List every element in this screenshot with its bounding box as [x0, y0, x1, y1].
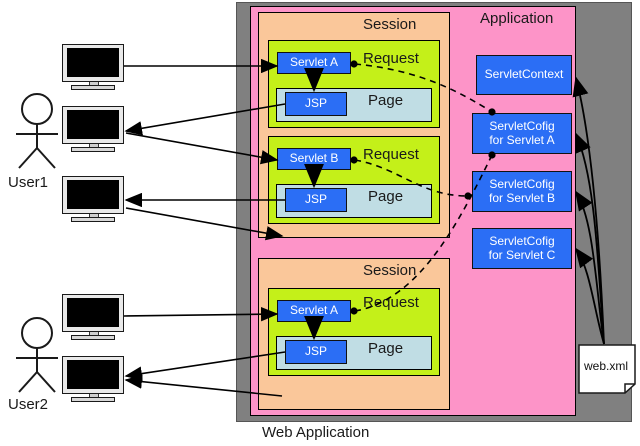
jsp-label-2: JSP — [304, 192, 327, 207]
servlet-config-a-line1: ServletCofig — [489, 119, 555, 134]
servlet-a-label-1: Servlet A — [289, 55, 339, 70]
servlet-config-c-box[interactable]: ServletCofig for Servlet C — [472, 228, 572, 269]
monitor-neck — [89, 82, 99, 86]
servlet-a-box-session1[interactable]: Servlet A — [277, 52, 351, 74]
session-label-1: Session — [363, 16, 417, 33]
servlet-config-a-line2: for Servlet A — [489, 132, 555, 147]
page-label-2: Page — [368, 188, 404, 205]
servlet-config-b-box[interactable]: ServletCofig for Servlet B — [472, 171, 572, 212]
monitor-screen — [67, 360, 119, 389]
monitor-base — [71, 217, 115, 222]
jsp-box-1[interactable]: JSP — [285, 92, 347, 116]
servlet-context-label: ServletContext — [484, 67, 564, 82]
stick-figure-icon — [16, 93, 58, 169]
page-label-3: Page — [368, 340, 404, 357]
monitor-neck — [89, 394, 99, 398]
monitor-icon-5 — [62, 356, 124, 402]
request-label-3: Request — [363, 294, 419, 311]
web-xml-note[interactable]: web.xml — [578, 344, 636, 394]
jsp-box-2[interactable]: JSP — [285, 188, 347, 212]
servlet-context-box[interactable]: ServletContext — [476, 55, 572, 95]
servlet-config-a-box[interactable]: ServletCofig for Servlet A — [472, 113, 572, 154]
actor-icon-user1 — [6, 92, 68, 170]
user1-label: User1 — [8, 174, 49, 191]
servlet-b-box[interactable]: Servlet B — [277, 148, 351, 170]
monitor-base — [71, 147, 115, 152]
monitor-screen — [67, 180, 119, 209]
page-label-1: Page — [368, 92, 404, 109]
actor-icon-user2 — [6, 316, 68, 394]
monitor-base — [71, 397, 115, 402]
web-application-label: Web Application — [262, 424, 370, 441]
request-label-1: Request — [363, 50, 419, 67]
jsp-label-1: JSP — [304, 96, 327, 111]
monitor-neck — [89, 144, 99, 148]
request-label-2: Request — [363, 146, 419, 163]
servlet-config-c-line2: for Servlet C — [488, 247, 556, 262]
servlet-a-label-2: Servlet A — [289, 303, 339, 318]
servlet-config-c-line1: ServletCofig — [489, 234, 555, 249]
servlet-config-b-line2: for Servlet B — [488, 190, 556, 205]
note-document-icon — [578, 344, 636, 394]
web-xml-label: web.xml — [584, 359, 629, 373]
monitor-base — [71, 85, 115, 90]
jsp-box-3[interactable]: JSP — [285, 340, 347, 364]
monitor-neck — [89, 332, 99, 336]
user2-label: User2 — [8, 396, 49, 413]
application-label: Application — [480, 10, 554, 27]
stick-figure-icon — [16, 317, 58, 393]
servlet-b-label: Servlet B — [289, 151, 339, 166]
monitor-base — [71, 335, 115, 340]
monitor-icon-2 — [62, 106, 124, 152]
servlet-config-b-line1: ServletCofig — [489, 177, 555, 192]
servlet-a-box-session2[interactable]: Servlet A — [277, 300, 351, 322]
monitor-screen — [67, 298, 119, 327]
monitor-icon-4 — [62, 294, 124, 340]
monitor-neck — [89, 214, 99, 218]
monitor-screen — [67, 110, 119, 139]
monitor-icon-3 — [62, 176, 124, 222]
jsp-label-3: JSP — [304, 344, 327, 359]
monitor-icon-1 — [62, 44, 124, 90]
monitor-screen — [67, 48, 119, 77]
session-label-2: Session — [363, 262, 417, 279]
